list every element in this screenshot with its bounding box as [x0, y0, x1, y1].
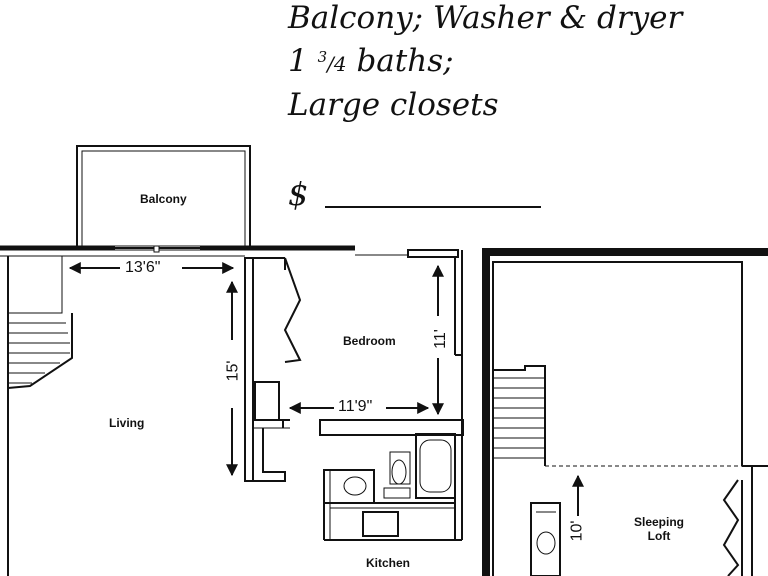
price-symbol: $ [288, 175, 309, 213]
dimension-living-length: 15' [224, 357, 243, 385]
bath-kitchen-walls [319, 419, 464, 541]
feature-line-closets: Large closets [288, 87, 499, 123]
room-label-living: Living [109, 416, 145, 430]
room-label-sleeping-loft: Sleeping Loft [634, 515, 685, 543]
dimension-arrows [68, 262, 584, 516]
feature-line-balcony-washer-dryer: Balcony; Washer & dryer [288, 0, 683, 36]
room-label-balcony: Balcony [140, 192, 187, 206]
room-label-bedroom: Bedroom [343, 334, 396, 348]
balcony-outline [76, 145, 251, 249]
room-label-kitchen: Kitchen [366, 556, 411, 570]
living-walls [0, 245, 355, 576]
bedroom-walls [244, 249, 463, 482]
loft-walls [482, 248, 768, 576]
price-blank-line [325, 206, 541, 208]
feature-line-baths: 1 3/4 baths; [288, 46, 454, 77]
dimension-loft-depth: 10' [568, 517, 587, 545]
baths-count: 1 [288, 43, 318, 79]
dimension-balcony-width: 13'6" [122, 259, 164, 277]
baths-label: baths; [346, 43, 454, 79]
baths-fraction: 3/4 [317, 48, 347, 76]
dimension-bedroom-width: 11'9" [335, 398, 376, 416]
dimension-bedroom-depth: 11' [431, 326, 450, 352]
